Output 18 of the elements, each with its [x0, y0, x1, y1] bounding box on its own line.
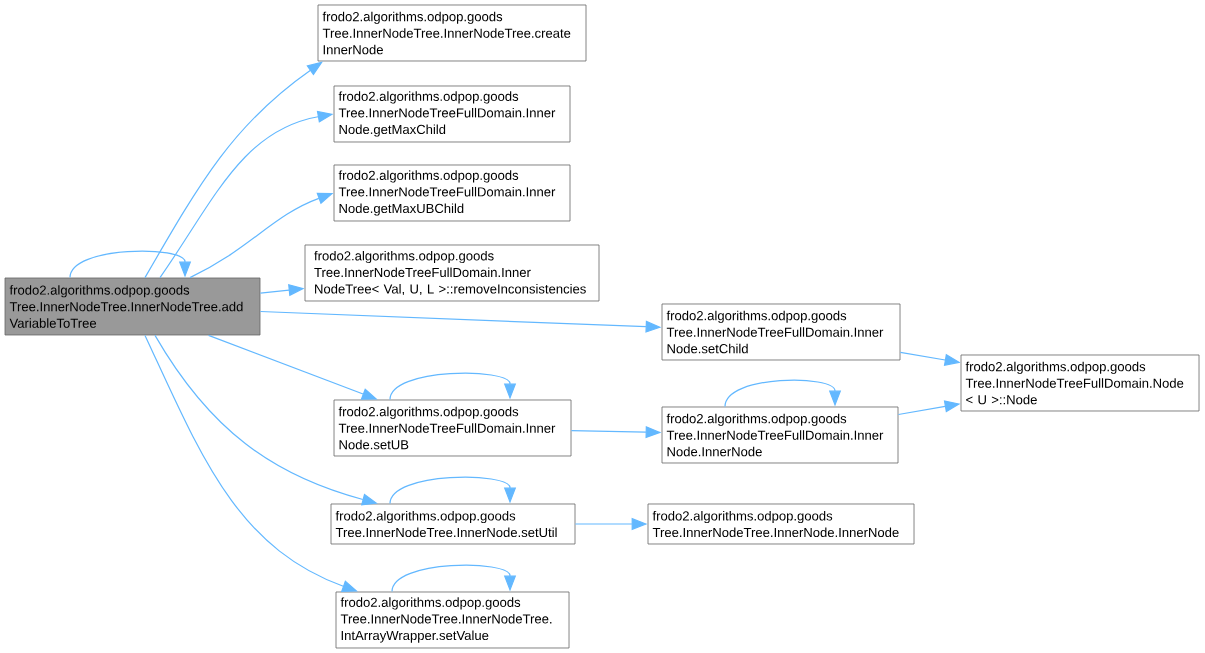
- function-box: frodo2.algorithms.odpop.goods Tree.InnerNodeTreeFullDomain.Inner Node.setUB: [333, 399, 572, 457]
- function-box: frodo2.algorithms.odpop.goods Tree.InnerNodeTreeFullDomain.Node < U >::Node: [960, 354, 1200, 412]
- function-box: frodo2.algorithms.odpop.goods Tree.InnerNodeTreeFullDomain.Inner NodeTree< Val, U, L >::removeInconsistencies: [304, 244, 600, 302]
- arrow: [389, 372, 517, 401]
- arrow: [724, 379, 842, 408]
- function-box: frodo2.algorithms.odpop.goods Tree.InnerNodeTreeFullDomain.Inner Node.InnerNode: [661, 406, 899, 464]
- arrow: [69, 250, 192, 279]
- function-box: frodo2.algorithms.odpop.goods Tree.InnerNodeTree.InnerNodeTree.create InnerNode: [317, 4, 587, 62]
- function-box: frodo2.algorithms.odpop.goods Tree.InnerNodeTreeFullDomain.Inner Node.setChild: [661, 303, 901, 361]
- function-box: frodo2.algorithms.odpop.goods Tree.InnerNodeTree.InnerNode.InnerNode: [647, 503, 915, 545]
- arrow: [391, 564, 517, 593]
- function-box: frodo2.algorithms.odpop.goods Tree.InnerNodeTree.InnerNode.setUtil: [330, 503, 576, 545]
- function-box: frodo2.algorithms.odpop.goods Tree.InnerNodeTree.InnerNodeTree. IntArrayWrapper.setValue: [335, 591, 570, 649]
- function-box: frodo2.algorithms.odpop.goods Tree.InnerNodeTreeFullDomain.Inner Node.getMaxChild: [333, 85, 571, 143]
- arrow: [389, 476, 517, 505]
- arrow: [144, 61, 323, 279]
- function-box: frodo2.algorithms.odpop.goods Tree.InnerNodeTree.InnerNodeTree.add VariableToTree: [4, 277, 261, 336]
- function-box: frodo2.algorithms.odpop.goods Tree.InnerNodeTreeFullDomain.Inner Node.getMaxUBChild: [333, 164, 571, 222]
